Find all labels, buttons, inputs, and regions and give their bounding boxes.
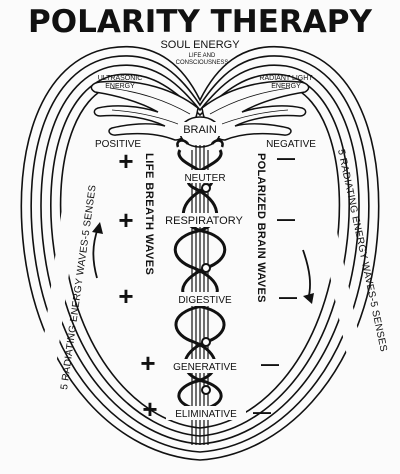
polarized-brain-waves-text: POLARIZED BRAIN WAVES — [255, 153, 267, 303]
radiant-energy-label: ENERGY — [271, 83, 301, 90]
label-backdrops — [162, 122, 246, 420]
energy-nodes — [201, 183, 211, 395]
plus-sign: + — [140, 348, 155, 378]
node-respiratory — [201, 263, 211, 273]
plus-sign: + — [118, 205, 133, 235]
brain-label: BRAIN — [183, 124, 217, 136]
negative-label: NEGATIVE — [266, 139, 316, 150]
left-wing — [90, 80, 199, 141]
minus-sign: — — [261, 354, 279, 374]
ultrasonic-label: ULTRASONIC — [98, 75, 143, 82]
center-label-respiratory: RESPIRATORY — [165, 215, 243, 227]
left-arrowhead-icon — [92, 222, 103, 234]
center-label-digestive: DIGESTIVE — [178, 295, 232, 306]
wings — [90, 80, 310, 141]
center-label-neuter: NEUTER — [184, 173, 225, 184]
minus-sign: — — [279, 287, 297, 307]
plus-sign: + — [118, 146, 133, 176]
center-label-generative: GENERATIVE — [173, 362, 237, 373]
plus-symbols: + + + + + — [118, 146, 157, 424]
diagram-title: POLARITY THERAPY — [28, 4, 372, 40]
node-neuter — [201, 183, 211, 193]
node-digestive — [201, 337, 211, 347]
minus-symbols: — — — — — — [253, 148, 297, 422]
plus-sign: + — [118, 281, 133, 311]
consciousness-label: CONSCIOUSNESS — [176, 60, 229, 66]
left-up-arrow — [92, 227, 99, 279]
soul-energy-label: SOUL ENERGY — [160, 39, 240, 51]
right-arrowhead-icon — [303, 293, 314, 304]
radiant-light-label: RADIANT LIGHT — [259, 75, 313, 82]
serpent-right — [173, 149, 223, 412]
minus-sign: — — [277, 209, 295, 229]
outer-loop-2 — [30, 55, 370, 453]
life-breath-waves-text: LIFE BREATH WAVES — [143, 153, 155, 275]
right-down-arrow — [302, 249, 311, 301]
flow-arrows — [92, 222, 314, 304]
right-wing — [201, 80, 310, 141]
life-label: LIFE AND — [189, 53, 216, 59]
plus-sign: + — [142, 394, 157, 424]
node-generative — [201, 385, 211, 395]
ultrasonic-energy-label: ENERGY — [105, 83, 135, 90]
positive-label: POSITIVE — [95, 139, 141, 150]
minus-sign: — — [277, 148, 295, 168]
outer-loop-1 — [20, 45, 380, 461]
center-label-eliminative: ELIMINATIVE — [175, 409, 237, 420]
minus-sign: — — [253, 402, 271, 422]
